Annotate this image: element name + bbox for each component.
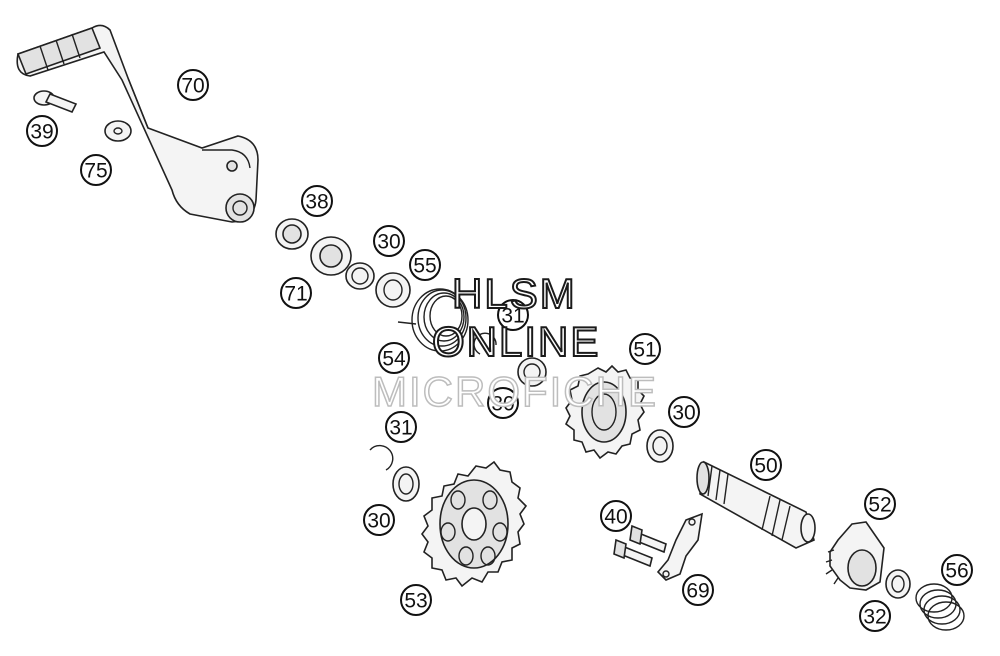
circlip-upper <box>473 332 497 355</box>
callout-number: 69 <box>686 580 709 603</box>
intermediate-gear <box>421 460 528 588</box>
callout-54: 54 <box>378 342 410 374</box>
callout-circle <box>497 299 529 331</box>
callout-55: 55 <box>409 249 441 281</box>
callout-number: 30 <box>377 231 400 254</box>
callout-30: 30 <box>363 504 395 536</box>
kickstart-gear <box>564 364 645 460</box>
callout-70: 70 <box>177 69 209 101</box>
thrust-washer-upper <box>345 262 375 290</box>
callout-number: 39 <box>30 121 53 144</box>
callout-number: 38 <box>305 191 328 214</box>
thrust-washer-middle <box>517 357 547 387</box>
callout-layer: 70 39 75 38 30 55 71 31 54 51 30 30 31 50 52 40 30 56 69 53… <box>26 69 973 632</box>
callout-number: 30 <box>672 402 695 425</box>
watermark-line-1: HLSM <box>451 269 577 318</box>
ratchet-spring <box>915 583 965 631</box>
callout-circle <box>682 574 714 606</box>
thrust-washer-small <box>885 569 911 599</box>
callout-circle <box>378 342 410 374</box>
pin <box>33 90 78 114</box>
shaft-seal <box>275 218 309 250</box>
callout-38: 38 <box>301 185 333 217</box>
callout-number: 71 <box>284 283 307 306</box>
callout-circle <box>941 554 973 586</box>
callout-circle <box>600 500 632 532</box>
thrust-washer-lower <box>392 466 420 502</box>
ratchet-guide <box>656 512 703 581</box>
callout-number: 31 <box>501 305 524 328</box>
callout-circle <box>668 396 700 428</box>
callout-53: 53 <box>400 584 432 616</box>
callout-31: 31 <box>497 299 529 331</box>
bushing <box>310 236 352 276</box>
thrust-washer-right <box>646 429 674 463</box>
callout-circle <box>629 333 661 365</box>
callout-32: 32 <box>859 600 891 632</box>
callout-circle <box>409 249 441 281</box>
ratchet-gear <box>825 521 885 591</box>
callout-number: 30 <box>367 510 390 533</box>
kickstart-shaft <box>696 460 816 549</box>
callout-number: 70 <box>181 75 204 98</box>
callout-circle <box>864 488 896 520</box>
kickstart-lever <box>16 24 259 223</box>
callout-50: 50 <box>750 449 782 481</box>
callout-56: 56 <box>941 554 973 586</box>
callout-number: 50 <box>754 455 777 478</box>
callout-30: 30 <box>668 396 700 428</box>
callout-circle <box>280 277 312 309</box>
callout-69: 69 <box>682 574 714 606</box>
callout-circle <box>487 387 519 419</box>
callout-number: 75 <box>84 160 107 183</box>
callout-number: 56 <box>945 560 968 583</box>
callout-circle <box>363 504 395 536</box>
callout-circle <box>26 115 58 147</box>
bolt-pair <box>613 524 667 568</box>
callout-circle <box>400 584 432 616</box>
callout-39: 39 <box>26 115 58 147</box>
callout-circle <box>750 449 782 481</box>
callout-number: 52 <box>868 494 891 517</box>
washer-small <box>104 120 132 142</box>
callout-circle <box>301 185 333 217</box>
callout-number: 30 <box>491 393 514 416</box>
kickstart-spring <box>397 288 469 352</box>
callout-circle <box>80 154 112 186</box>
callout-number: 31 <box>389 417 412 440</box>
watermark-line-3: MICROFICHE <box>371 367 658 416</box>
callout-number: 55 <box>413 255 436 278</box>
callout-circle <box>373 225 405 257</box>
callout-number: 32 <box>863 606 886 629</box>
circlip-lower <box>369 444 394 471</box>
callout-30: 30 <box>487 387 519 419</box>
callout-52: 52 <box>864 488 896 520</box>
callout-71: 71 <box>280 277 312 309</box>
callout-number: 53 <box>404 590 427 613</box>
callout-40: 40 <box>600 500 632 532</box>
callout-number: 51 <box>633 339 656 362</box>
callout-number: 54 <box>382 348 406 371</box>
callout-30: 30 <box>373 225 405 257</box>
callout-31: 31 <box>385 411 417 443</box>
callout-circle <box>177 69 209 101</box>
watermark-line-2: ONLINE <box>431 317 601 366</box>
callout-number: 40 <box>604 506 627 529</box>
spring-guide <box>375 272 411 308</box>
callout-51: 51 <box>629 333 661 365</box>
callout-circle <box>385 411 417 443</box>
callout-75: 75 <box>80 154 112 186</box>
callout-circle <box>859 600 891 632</box>
